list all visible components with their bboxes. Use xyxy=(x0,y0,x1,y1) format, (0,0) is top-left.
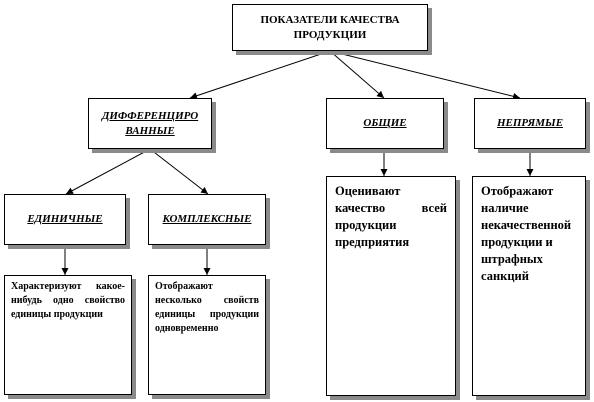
root-node: ПОКАЗАТЕЛИ КАЧЕСТВА ПРОДУКЦИИ xyxy=(232,4,428,51)
description-general-text: Оценивают качество всей продукции предпр… xyxy=(335,184,447,249)
arrow-root-to-indirect xyxy=(329,50,521,100)
arrow-root-to-general xyxy=(329,50,385,99)
description-complex: Отображают несколько свойств единицы про… xyxy=(148,275,266,395)
category-indirect: НЕПРЯМЫЕ xyxy=(474,98,586,149)
category-indirect-label: НЕПРЯМЫЕ xyxy=(496,117,564,129)
description-indirect-text: Отображают наличие некачественной продук… xyxy=(481,184,572,283)
description-single: Характеризуют какое-нибудь одно свойство… xyxy=(4,275,132,395)
description-single-text: Характеризуют какое-нибудь одно свойство… xyxy=(11,281,125,320)
subcategory-complex-label: КОМПЛЕКСНЫЕ xyxy=(162,213,252,225)
arrow-root-to-differentiated xyxy=(189,50,331,100)
root-title: ПОКАЗАТЕЛИ КАЧЕСТВА ПРОДУКЦИИ xyxy=(260,13,400,41)
category-general-label: ОБЩИЕ xyxy=(363,117,407,129)
subcategory-single-label: ЕДИНИЧНЫЕ xyxy=(27,213,103,225)
description-complex-text: Отображают несколько свойств единицы про… xyxy=(155,281,259,334)
arrow-differentiated-to-single xyxy=(65,148,151,195)
description-indirect: Отображают наличие некачественной продук… xyxy=(472,176,586,396)
category-differentiated: ДИФФЕРЕНЦИРОВАННЫЕ xyxy=(88,98,212,149)
arrow-differentiated-to-complex xyxy=(149,148,209,195)
subcategory-single: ЕДИНИЧНЫЕ xyxy=(4,194,126,245)
category-differentiated-label: ДИФФЕРЕНЦИРОВАННЫЕ xyxy=(101,109,199,137)
description-general: Оценивают качество всей продукции предпр… xyxy=(326,176,456,396)
subcategory-complex: КОМПЛЕКСНЫЕ xyxy=(148,194,266,245)
category-general: ОБЩИЕ xyxy=(326,98,444,149)
